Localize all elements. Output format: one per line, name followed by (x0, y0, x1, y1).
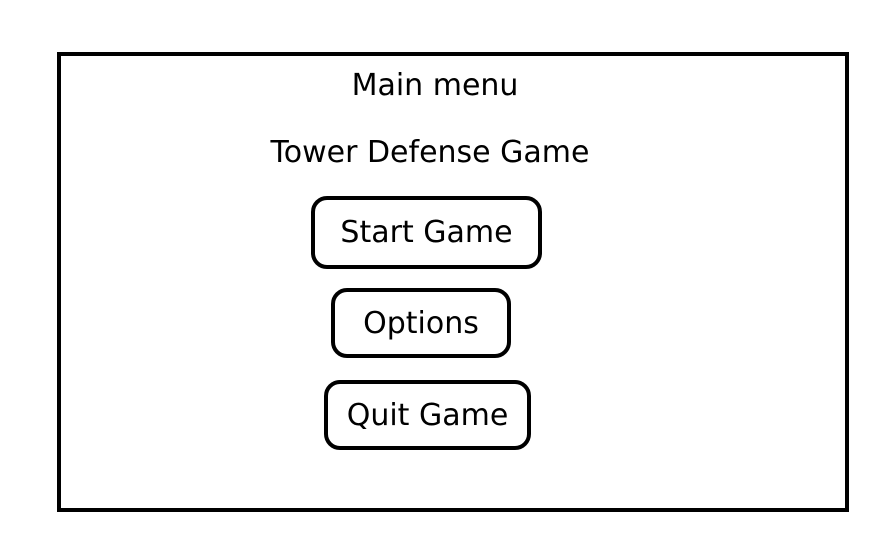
start-game-button[interactable]: Start Game (311, 196, 542, 269)
quit-game-button[interactable]: Quit Game (324, 380, 531, 450)
game-title: Tower Defense Game (270, 135, 590, 170)
options-button[interactable]: Options (331, 288, 511, 358)
menu-title: Main menu (351, 68, 519, 103)
main-menu-window (57, 52, 849, 512)
